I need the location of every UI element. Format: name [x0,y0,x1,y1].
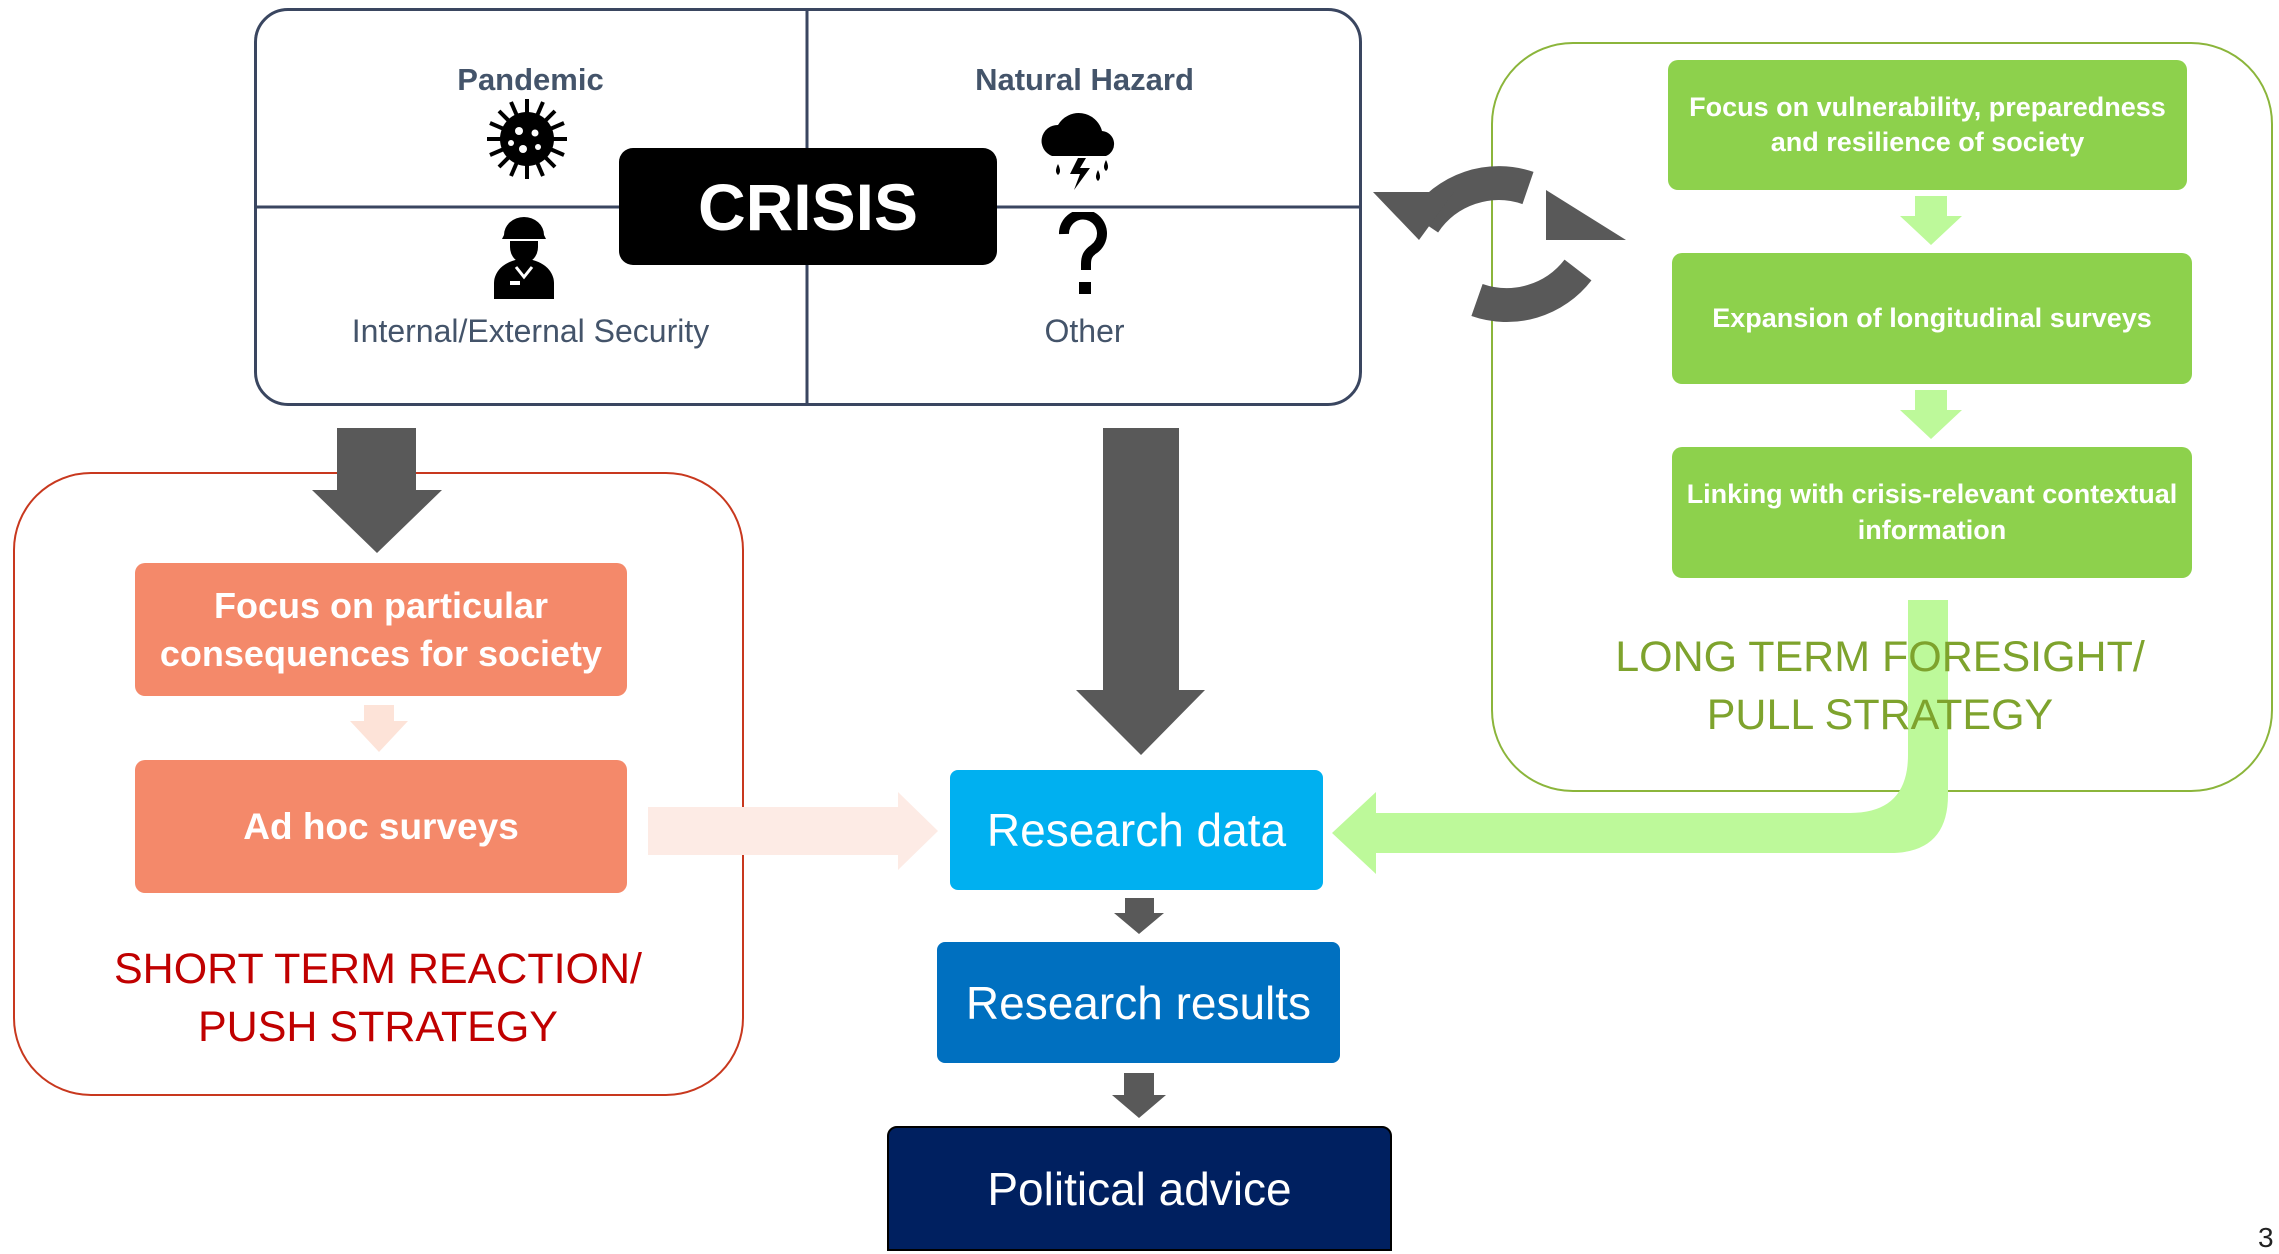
storm-cloud-icon [1041,113,1115,190]
crisis-frame [254,8,1362,406]
long-term-frame [1491,42,2273,792]
long-box-arrow-1 [1900,196,1962,245]
long-term-box-longitudinal-surveys: Expansion of longitudinal surveys [1672,253,2192,384]
long-term-strategy-label: LONG TERM FORESIGHT/ PULL STRATEGY [1560,628,2200,745]
crisis-to-data-arrow [1076,428,1205,755]
page-number: 3 [2258,1222,2274,1253]
quadrant-label-natural-hazard: Natural Hazard [975,62,1194,97]
political-advice-box: Political advice [887,1126,1392,1251]
virus-icon [487,99,567,179]
long-term-box-vulnerability: Focus on vulnerability, preparedness and… [1668,60,2187,190]
soldier-icon [494,217,554,299]
data-to-results-arrow [1114,898,1164,934]
short-term-box-ad-hoc-surveys: Ad hoc surveys [135,760,627,893]
long-term-box-contextual-information: Linking with crisis-relevant contextual … [1672,447,2192,578]
research-data-box: Research data [950,770,1323,890]
pull-arrow [1332,600,1948,874]
short-term-box-focus: Focus on particular consequences for soc… [135,563,627,696]
short-term-strategy-label: SHORT TERM REACTION/ PUSH STRATEGY [53,940,703,1057]
question-mark-icon [1058,212,1107,294]
short-term-label-line1: SHORT TERM REACTION/ [113,945,642,993]
short-box-arrow [350,705,408,752]
long-term-label-line1: LONG TERM FORESIGHT/ [1615,633,2145,681]
research-results-box: Research results [937,942,1340,1063]
crisis-to-short-arrow [312,428,442,553]
long-box-arrow-2 [1900,390,1962,439]
results-to-advice-arrow [1112,1073,1166,1118]
quadrant-label-security: Internal/External Security [351,313,710,349]
long-term-label-line2: PULL STRATEGY [1706,691,2054,740]
short-term-label-line2: PUSH STRATEGY [198,1003,558,1052]
crisis-title: CRISIS [619,148,997,265]
quadrant-label-pandemic: Pandemic [457,62,604,97]
quadrant-label-other: Other [1044,313,1125,349]
push-arrow [648,792,938,870]
